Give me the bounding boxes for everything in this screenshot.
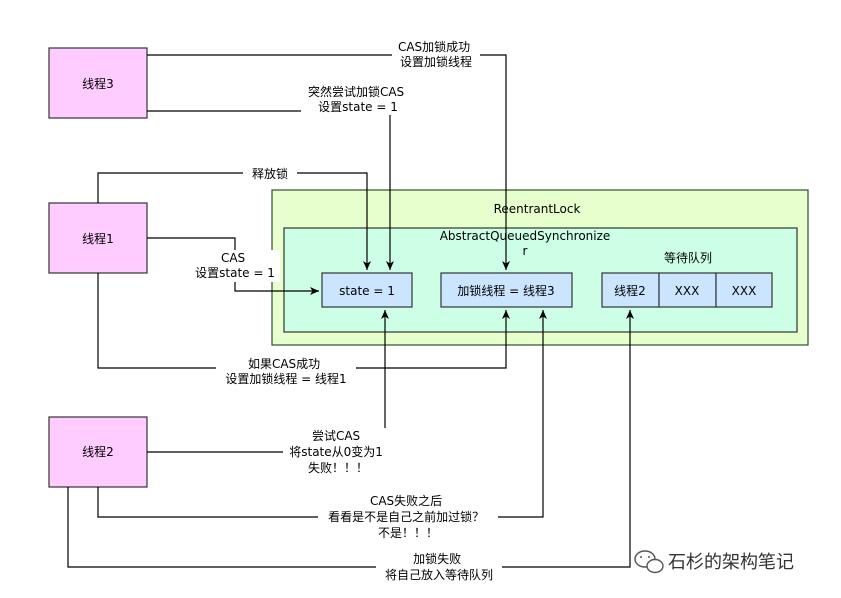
reentrantlock-title: ReentrantLock	[494, 202, 581, 216]
label-t2-enqueue: 加锁失败 将自己放入等待队列	[385, 551, 493, 582]
owner-field-label: 加锁线程 = 线程3	[457, 283, 554, 298]
label-t3-try-cas: 突然尝试加锁CAS 设置state = 1	[308, 84, 408, 114]
queue-item-label: 线程2	[614, 283, 646, 298]
thread1-label: 线程1	[82, 231, 114, 246]
queue-item-label: XXX	[675, 284, 700, 298]
state-field-label: state = 1	[339, 284, 395, 298]
state-field-box	[321, 272, 413, 308]
queue-title: 等待队列	[664, 250, 712, 265]
thread2-box	[48, 416, 148, 488]
queue-item-label: XXX	[732, 284, 757, 298]
label-t1-if-success: 如果CAS成功 设置加锁线程 = 线程1	[225, 356, 346, 386]
edge-t2-enqueue	[67, 310, 634, 568]
thread2-label: 线程2	[82, 444, 114, 459]
label-t2-after-fail: CAS失败之后 看看是不是自己之前加过锁？ 不是！！！	[328, 493, 488, 540]
label-t1-cas: CAS 设置state = 1	[195, 251, 275, 280]
edge-t3-to-owner	[147, 54, 510, 270]
label-t3-cas-success: CAS加锁成功 设置加锁线程	[398, 39, 474, 69]
aqs-title-line2: r	[523, 244, 528, 258]
watermark-text: 石杉的架构笔记	[668, 552, 794, 573]
queue-item-box	[658, 272, 717, 308]
owner-field-box	[440, 272, 573, 308]
wechat-icon	[634, 550, 664, 574]
aqs-title-line1: AbstractQueuedSynchronize	[440, 229, 611, 243]
thread3-label: 线程3	[82, 76, 114, 91]
queue-item-box	[715, 272, 773, 308]
thread3-box	[48, 47, 148, 119]
edge-t1-release	[97, 172, 371, 270]
queue-item-box	[601, 272, 660, 308]
label-t2-try-cas: 尝试CAS 将state从0变为1 失败！！！	[289, 428, 387, 475]
label-t1-release: 释放锁	[252, 166, 288, 181]
